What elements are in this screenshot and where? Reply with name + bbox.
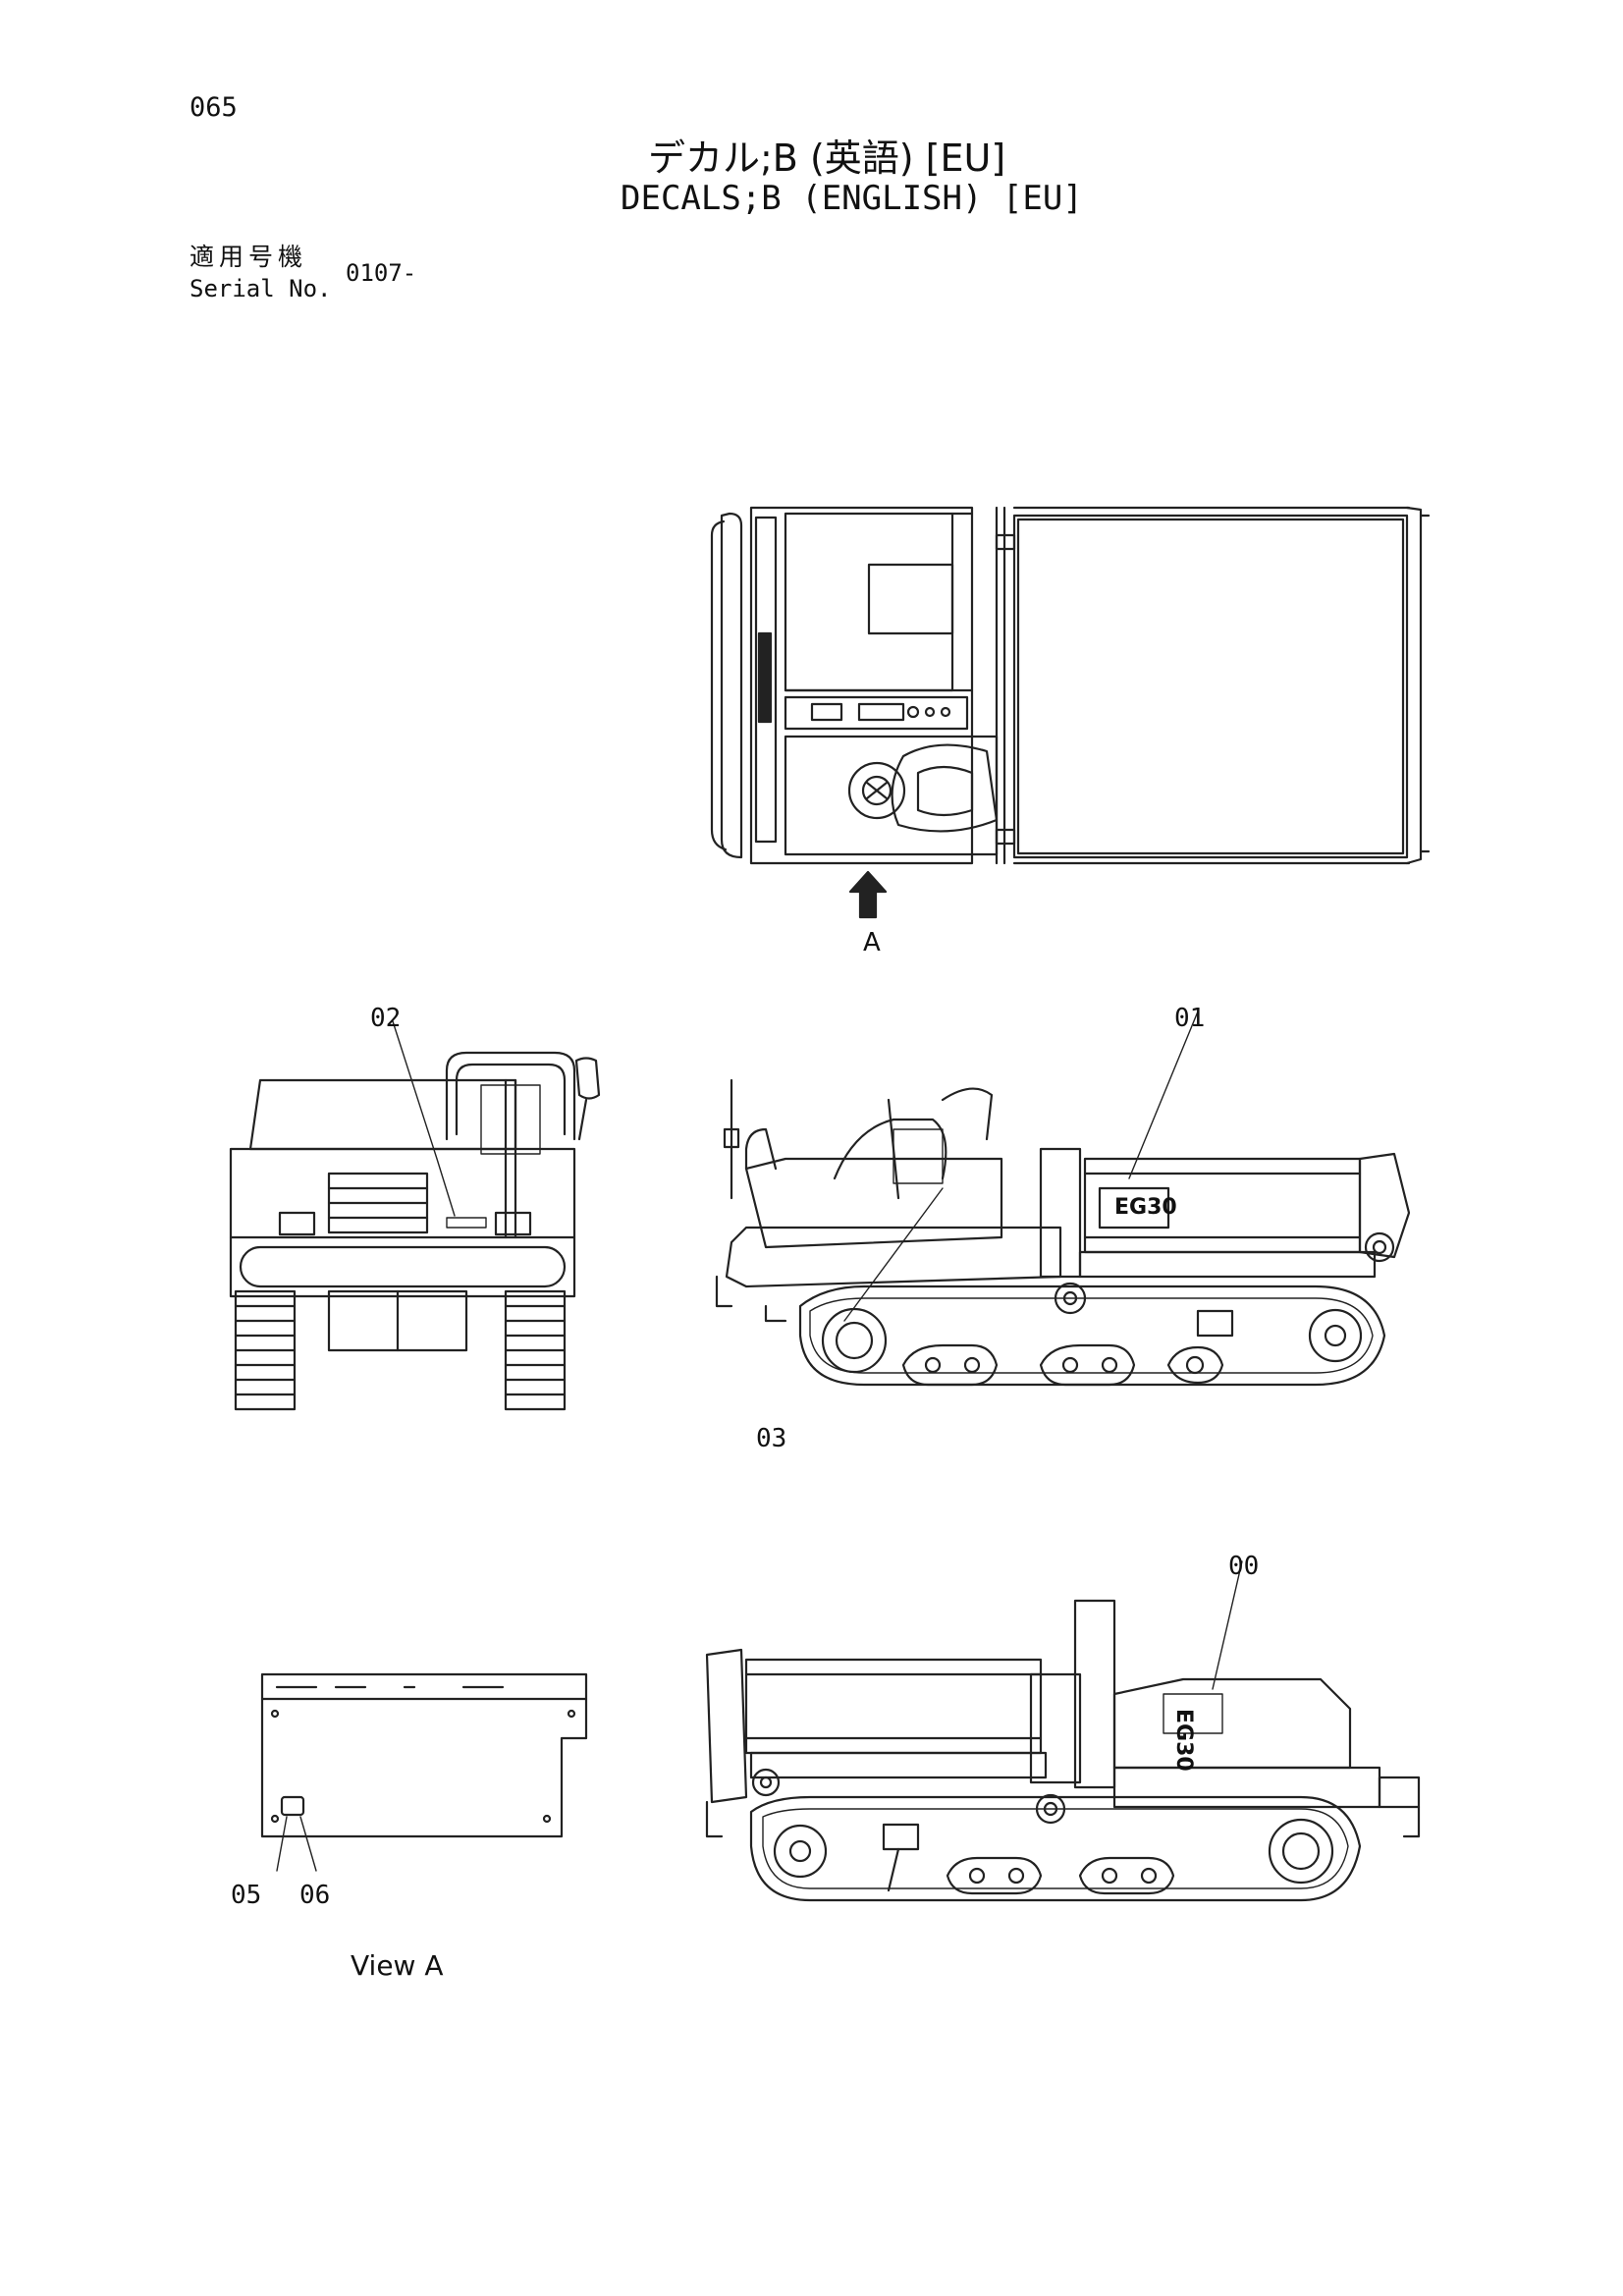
decal-label-00: EG30	[1171, 1709, 1196, 1772]
view-a-label: View A	[351, 1949, 444, 1982]
side-view-left-drawing	[705, 1560, 1421, 1902]
callout-00: 00	[1228, 1552, 1260, 1581]
callout-06: 06	[299, 1881, 331, 1910]
callout-03: 03	[756, 1424, 787, 1453]
serial-number-value: 0107-	[346, 259, 417, 287]
callout-05: 05	[231, 1881, 262, 1910]
page-number: 065	[189, 92, 238, 123]
view-a-panel-drawing	[260, 1672, 588, 1872]
serial-label-english: Serial No.	[189, 275, 332, 302]
top-view-drawing	[710, 506, 1431, 865]
front-view-drawing	[229, 1020, 601, 1411]
view-arrow-label: A	[863, 928, 881, 957]
callout-01: 01	[1174, 1004, 1206, 1033]
callout-02: 02	[370, 1004, 402, 1033]
page-title-english: DECALS;B (ENGLISH) [EU]	[621, 179, 1083, 218]
side-view-right-drawing	[715, 1011, 1411, 1387]
page-title-japanese: デカル;B (英語) [EU]	[648, 137, 1006, 180]
decal-label-01: EG30	[1114, 1195, 1177, 1220]
serial-label-japanese: 適用号機	[189, 243, 308, 271]
view-direction-arrow-icon	[848, 870, 888, 919]
